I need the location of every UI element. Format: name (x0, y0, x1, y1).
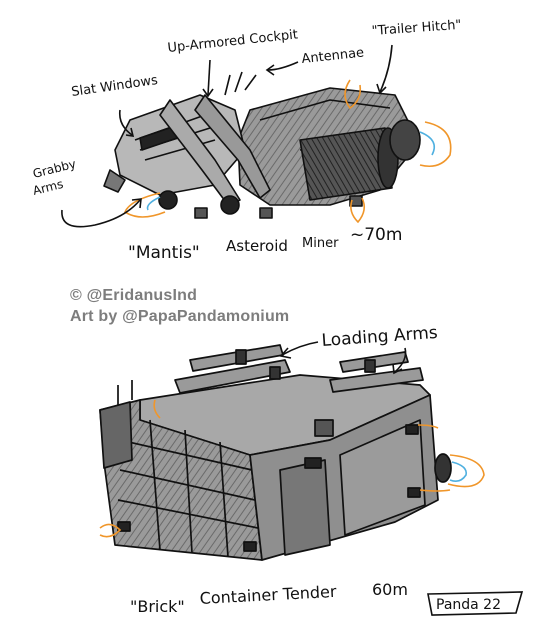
mantis-thruster-glows (124, 79, 452, 224)
label-trailer-hitch: "Trailer Hitch" (371, 18, 462, 39)
mantis-size: ~70m (350, 225, 402, 245)
mantis-name: "Mantis" (128, 243, 200, 263)
copyright-credit: © @EridanusInd (70, 287, 198, 304)
brick-callout-arrows (279, 341, 407, 375)
signature-box: Panda 22 (427, 591, 524, 616)
mantis-callout-arrows (61, 44, 393, 228)
label-antennae: Antennae (301, 46, 365, 67)
mantis-role: Miner (302, 236, 339, 251)
brick-type: Container Tender (199, 582, 337, 608)
mantis-ship-drawing (103, 71, 421, 219)
signature-text: Panda 22 (436, 597, 501, 613)
label-up-armored-cockpit: Up-Armored Cockpit (167, 27, 299, 56)
mantis-type: Asteroid (226, 237, 288, 255)
brick-thruster-glows (99, 399, 485, 538)
brick-ship-drawing (99, 344, 452, 561)
label-grabby: Grabby (31, 157, 77, 181)
label-slat-windows: Slat Windows (70, 73, 159, 100)
brick-size: 60m (372, 580, 408, 599)
artist-credit: Art by @PapaPandamonium (70, 308, 290, 325)
label-loading-arms: Loading Arms (321, 323, 438, 351)
brick-name: "Brick" (130, 597, 185, 616)
